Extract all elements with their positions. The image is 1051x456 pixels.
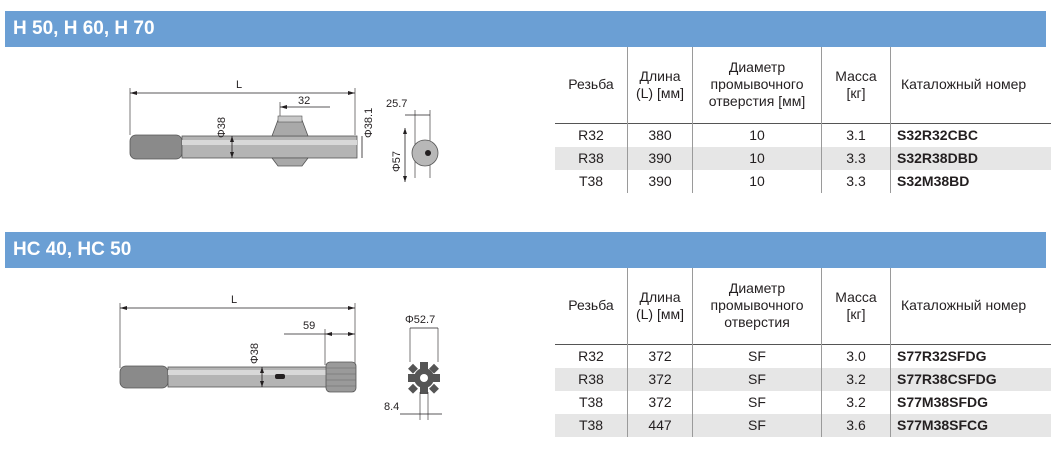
cell-catalog: S77R38CSFDG <box>890 367 1051 391</box>
section-header-h50-h60-h70: H 50, H 60, H 70 <box>5 11 1046 47</box>
cell-mass: 3.3 <box>821 146 891 170</box>
dim-phi38-label: Φ38 <box>249 343 261 364</box>
cell-thread: T38 <box>578 394 604 410</box>
cell-catalog: S32R38DBD <box>890 146 1051 170</box>
cell-flush: SF <box>692 390 822 414</box>
cell-catalog: S32M38BD <box>890 169 1051 193</box>
cell-flush: SF <box>692 344 822 368</box>
col-header-mass: Масса [кг] <box>821 47 891 123</box>
col-header-catalog: Каталожный номер <box>890 47 1051 123</box>
cell-length: 372 <box>627 367 693 391</box>
spec-table-h: Резьба Длина (L) [мм] Диаметр промывочно… <box>555 47 1051 193</box>
table-row: R38 390 10 3.3 S32R38DBD <box>555 146 1051 170</box>
cell-length: 390 <box>627 169 693 193</box>
dim-phi38-1-label: Φ38.1 <box>363 108 375 138</box>
cell-mass: 3.2 <box>821 367 891 391</box>
dim-25-7-label: 25.7 <box>386 98 407 110</box>
dim-59-label: 59 <box>303 320 315 332</box>
cell-mass: 3.1 <box>821 123 891 147</box>
shank-adapter-drawing-hc: L 59 Φ38 Φ52.7 8.4 <box>119 294 442 420</box>
cell-flush: 10 <box>692 146 822 170</box>
table-row: R32 380 10 3.1 S32R32CBC <box>555 123 1051 147</box>
shank-body <box>181 135 358 159</box>
table-row: T38 390 10 3.3 S32M38BD <box>555 169 1051 193</box>
col-header-flush: Диаметр промывочного отверстия <box>692 268 822 344</box>
dim-phi57-label: Φ57 <box>391 151 403 172</box>
splined-end <box>325 361 357 393</box>
cell-mass: 3.3 <box>821 169 891 193</box>
table-row: T38 372 SF 3.2 S77M38SFDG <box>555 390 1051 414</box>
cell-catalog: S77M38SFCG <box>890 413 1051 437</box>
cell-thread: R32 <box>578 348 604 364</box>
cell-flush: SF <box>692 413 822 437</box>
cell-flush: SF <box>692 367 822 391</box>
table-row: T38 447 SF 3.6 S77M38SFCG <box>555 413 1051 437</box>
spline-end-view <box>408 362 440 394</box>
cell-length: 380 <box>627 123 693 147</box>
dim-length-label: L <box>236 79 242 91</box>
col-header-thread: Резьба <box>568 76 614 93</box>
cell-thread: T38 <box>555 413 628 437</box>
cell-mass: 3.0 <box>821 344 891 368</box>
cell-mass: 3.2 <box>821 390 891 414</box>
col-header-flush: Диаметр промывочного отверстия [мм] <box>692 47 822 123</box>
cell-length: 447 <box>627 413 693 437</box>
shank-adapter-drawing-h: L 32 Φ38 Φ38.1 25.7 Φ57 <box>129 79 439 182</box>
col-header-length: Длина (L) [мм] <box>627 268 693 344</box>
cell-mass: 3.6 <box>821 413 891 437</box>
spec-table-hc: Резьба Длина (L) [мм] Диаметр промывочно… <box>555 268 1051 437</box>
cell-flush: 10 <box>692 123 822 147</box>
shank-thread-end <box>119 365 169 389</box>
cell-thread: R38 <box>555 367 628 391</box>
col-header-catalog: Каталожный номер <box>890 268 1051 344</box>
dim-length-label: L <box>231 294 237 306</box>
cell-catalog: S32R32CBC <box>890 123 1051 147</box>
dim-phi38-label: Φ38 <box>216 117 228 138</box>
cell-catalog: S77M38SFDG <box>890 390 1051 414</box>
dim-32-label: 32 <box>298 95 310 107</box>
cell-thread: R32 <box>578 127 604 143</box>
col-header-thread: Резьба <box>568 297 614 314</box>
cell-flush: 10 <box>692 169 822 193</box>
dim-8-4-label: 8.4 <box>384 401 399 413</box>
cell-catalog: S77R32SFDG <box>890 344 1051 368</box>
col-header-length: Длина (L) [мм] <box>627 47 693 123</box>
table-row: R32 372 SF 3.0 S77R32SFDG <box>555 344 1051 368</box>
shank-thread-end <box>129 134 183 160</box>
cell-length: 390 <box>627 146 693 170</box>
dim-phi52-7-label: Φ52.7 <box>405 314 435 326</box>
cell-thread: T38 <box>578 173 604 189</box>
cell-length: 372 <box>627 390 693 414</box>
cell-length: 372 <box>627 344 693 368</box>
cell-thread: R38 <box>555 146 628 170</box>
table-row: R38 372 SF 3.2 S77R38CSFDG <box>555 367 1051 391</box>
section-header-hc40-hc50: HC 40, HC 50 <box>5 232 1046 268</box>
col-header-mass: Масса [кг] <box>821 268 891 344</box>
